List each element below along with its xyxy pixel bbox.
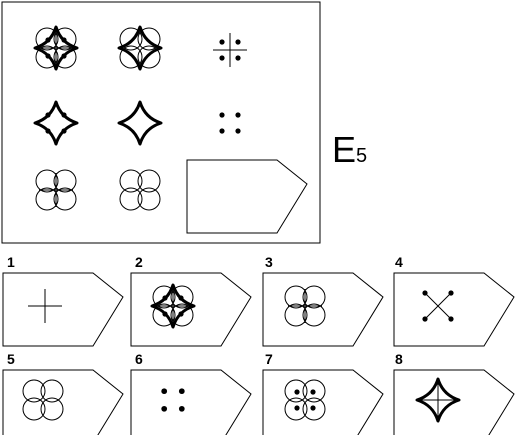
- option-4[interactable]: [393, 272, 515, 347]
- option-number-3: 3: [265, 254, 273, 270]
- option-number-4: 4: [395, 254, 403, 270]
- option-6[interactable]: [130, 369, 252, 435]
- puzzle-title-letter: E: [332, 129, 356, 170]
- option-number-6: 6: [135, 351, 143, 367]
- option-number-1: 1: [7, 254, 15, 270]
- option-number-7: 7: [265, 351, 273, 367]
- option-number-2: 2: [135, 254, 143, 270]
- option-2[interactable]: [130, 272, 252, 347]
- puzzle-title-subscript: 5: [356, 145, 367, 167]
- option-7[interactable]: [262, 369, 384, 435]
- option-8[interactable]: [393, 369, 515, 435]
- option-number-8: 8: [395, 351, 403, 367]
- option-3[interactable]: [262, 272, 384, 347]
- option-number-5: 5: [7, 351, 15, 367]
- option-1[interactable]: [2, 272, 124, 347]
- option-5[interactable]: [2, 369, 124, 435]
